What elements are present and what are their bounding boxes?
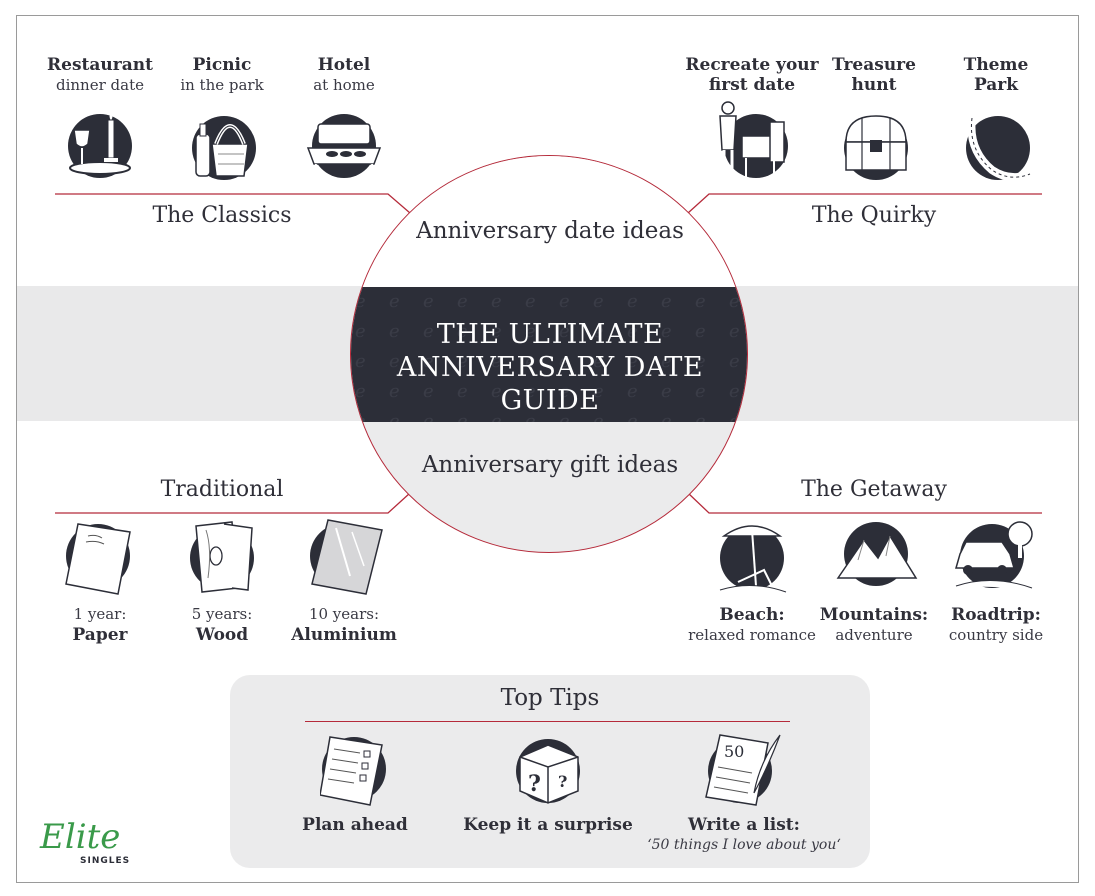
rollercoaster-icon [966, 116, 1032, 182]
mountains-icon [836, 522, 918, 586]
tip-title: Plan ahead [302, 815, 408, 835]
classics-item-sub: at home [313, 76, 375, 94]
getaway-item-title: Mountains: [819, 605, 929, 625]
traditional-years: 10 years: [308, 605, 380, 623]
tip-title: Keep it a surprise [463, 815, 633, 835]
classics-item-title: Hotel [317, 55, 371, 75]
aluminium-icon [310, 519, 383, 595]
guide-title-band: e [351, 287, 747, 422]
traditional-years: 5 years: [191, 605, 253, 623]
checklist-icon [320, 736, 386, 806]
top-tips-title: Top Tips [500, 685, 600, 711]
hotel-bed-icon [306, 114, 382, 178]
quirky-item-title: Theme [963, 55, 1029, 75]
getaway-item-sub: relaxed romance [688, 626, 816, 644]
beach-umbrella-icon [719, 525, 787, 593]
tip-sub: ‘50 things I love about you‘ [647, 837, 841, 853]
traditional-material: Wood [195, 625, 249, 645]
paper-icon [65, 523, 131, 595]
quirky-item-title: Treasure [832, 55, 916, 75]
traditional-section-title: Traditional [160, 477, 284, 502]
tip-title: Write a list: [688, 815, 800, 835]
central-circle: e Anniversary date ideas THE ULTIMATE AN… [350, 155, 748, 553]
guide-title-line1: THE ULTIMATE [436, 319, 664, 350]
classics-item-title: Restaurant [47, 55, 153, 75]
logo-subtext: SINGLES [80, 856, 131, 866]
quirky-item-title: first date [708, 75, 796, 95]
pattern-background: e [351, 287, 747, 422]
waiter-table-icon [719, 101, 788, 178]
list-quill-icon: 50 [705, 734, 781, 806]
surprise-box-icon: ? ? [516, 739, 580, 804]
traditional-material: Paper [72, 625, 128, 645]
date-ideas-label: Anniversary date ideas [416, 218, 684, 244]
getaway-item-title: Beach: [719, 605, 785, 625]
getaway-item-sub: country side [948, 626, 1044, 644]
getaway-section-title: The Getaway [801, 477, 947, 502]
gift-ideas-label: Anniversary gift ideas [421, 452, 679, 478]
quirky-item-title: Recreate your [685, 55, 819, 75]
getaway-item-title: Roadtrip: [951, 605, 1041, 625]
quirky-item-title: Park [973, 75, 1019, 95]
svg-text:?: ? [558, 772, 567, 791]
car-icon [955, 521, 1033, 589]
top-tips-divider [305, 721, 790, 723]
infographic-frame [16, 15, 1079, 883]
svg-text:50: 50 [724, 742, 744, 761]
picnic-basket-icon [192, 116, 256, 180]
classics-item-sub: dinner date [56, 76, 144, 94]
traditional-years: 1 year: [73, 605, 127, 623]
logo-wordmark: Elite [40, 817, 121, 857]
classics-item-title: Picnic [192, 55, 252, 75]
quirky-section-title: The Quirky [811, 203, 937, 228]
svg-text:?: ? [528, 771, 541, 797]
classics-item-sub: in the park [180, 76, 264, 94]
elite-singles-logo: Elite SINGLES [38, 818, 148, 874]
getaway-item-sub: adventure [835, 626, 913, 644]
traditional-material: Aluminium [291, 625, 397, 645]
dinner-icon [68, 112, 132, 178]
quirky-item-title: hunt [851, 75, 897, 95]
classics-section-title: The Classics [152, 203, 292, 228]
treasure-chest-icon [844, 115, 908, 180]
wood-icon [190, 521, 254, 593]
top-tips-panel: Top Tips ? ? 50 Plan ahead Keep it a sur… [230, 675, 870, 868]
guide-title-line2: ANNIVERSARY DATE GUIDE [396, 352, 704, 416]
